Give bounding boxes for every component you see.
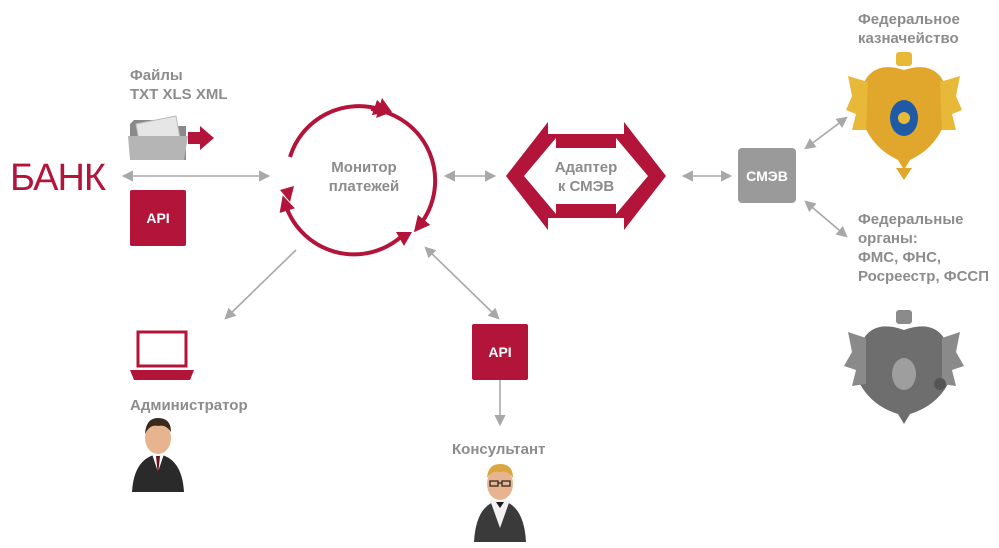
adapter-label-line2: к СМЭВ [557, 178, 615, 195]
monitor-label-line2: платежей [328, 178, 400, 195]
monitor-admin-arrow [224, 249, 297, 320]
monitor-label: Монитор платежей [306, 158, 422, 196]
smev-box: СМЭВ [738, 148, 796, 203]
files-label: Файлы TXT XLS XML [130, 66, 228, 104]
federal-label-line3: ФМС, ФНС, [858, 249, 942, 266]
consultant-api-box: API [472, 324, 528, 380]
adapter-label: Адаптер к СМЭВ [536, 158, 636, 196]
consultant-label: Консультант [452, 441, 546, 458]
federal-label-line1: Федеральные [858, 211, 964, 228]
smev-federal-arrow [804, 200, 848, 238]
administrator-label: Администратор [130, 397, 248, 414]
monitor-api-arrow [424, 246, 500, 320]
federal-label: Федеральные органы: ФМС, ФНС, Росреестр,… [858, 210, 989, 286]
consultant-person-icon [474, 464, 526, 542]
treasury-label: Федеральное казначейство [858, 10, 960, 48]
cycle-arrowheads [280, 98, 412, 246]
laptop-icon [130, 330, 194, 380]
files-label-line2: TXT XLS XML [130, 86, 228, 103]
federal-label-line2: органы: [858, 230, 918, 247]
bank-api-box: API [130, 190, 186, 246]
administrator-person-icon [132, 418, 184, 492]
federal-eagle-emblem-icon [844, 310, 964, 424]
monitor-label-line1: Монитор [331, 159, 397, 176]
treasury-eagle-emblem-icon [846, 52, 962, 180]
treasury-label-line2: казначейство [858, 30, 959, 47]
folder-icon [128, 115, 214, 160]
smev-treasury-arrow [804, 116, 848, 150]
adapter-frame [506, 122, 666, 230]
cycle-arrows-icon [279, 99, 438, 257]
treasury-label-line1: Федеральное [858, 11, 960, 28]
files-label-line1: Файлы [130, 67, 183, 84]
federal-label-line4: Росреестр, ФССП [858, 268, 990, 285]
bank-label: БАНК [10, 157, 106, 199]
adapter-label-line1: Адаптер [554, 159, 618, 176]
